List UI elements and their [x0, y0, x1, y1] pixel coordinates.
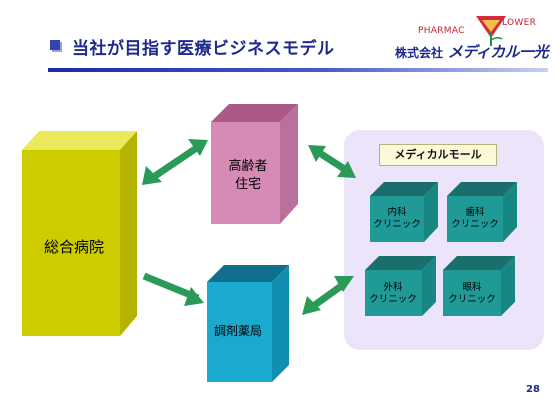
page-number: 28: [526, 384, 540, 395]
pharmacy-label: 調剤薬局: [213, 324, 262, 338]
title-underline: [48, 68, 548, 72]
hospital-label: 総合病院: [43, 238, 104, 256]
title-bullet: [50, 40, 60, 50]
arrow-pharmacy-mall: [302, 276, 354, 315]
company-name: 株式会社 メディカル一光: [395, 41, 551, 67]
clinic-box-internal: [370, 182, 438, 242]
hospital-box: [22, 131, 137, 336]
pharmacy-box: [207, 265, 289, 382]
elderly-housing-label: 高齢者 住宅: [228, 159, 268, 192]
logo-flower-icon: [476, 16, 506, 46]
logo-text-left: PHARMAC: [418, 26, 465, 36]
arrow-hospital-housing: [142, 139, 208, 185]
clinic-label-internal: 内科 クリニック: [373, 207, 421, 230]
logo-text-right: LOWER: [502, 18, 537, 28]
clinic-box-ophthalmology: [443, 256, 515, 316]
clinic-label-ophthalmology: 眼科 クリニック: [448, 282, 496, 305]
medical-mall-label: メディカルモール: [379, 144, 497, 166]
arrow-hospital-pharmacy: [142, 272, 204, 306]
company-prefix: 株式会社: [395, 46, 444, 60]
company-logo: PHARMAC LOWER: [402, 12, 552, 48]
clinic-label-dental: 歯科 クリニック: [451, 207, 499, 230]
slide-title: 当社が目指す医療ビジネスモデル: [72, 39, 335, 59]
clinic-box-surgery: [365, 256, 436, 316]
company-name-text: メディカル一光: [447, 43, 549, 61]
elderly-housing-box: [211, 104, 298, 224]
clinic-box-dental: [447, 182, 517, 242]
clinic-label-surgery: 外科 クリニック: [369, 282, 417, 305]
arrow-housing-mall: [308, 145, 356, 178]
